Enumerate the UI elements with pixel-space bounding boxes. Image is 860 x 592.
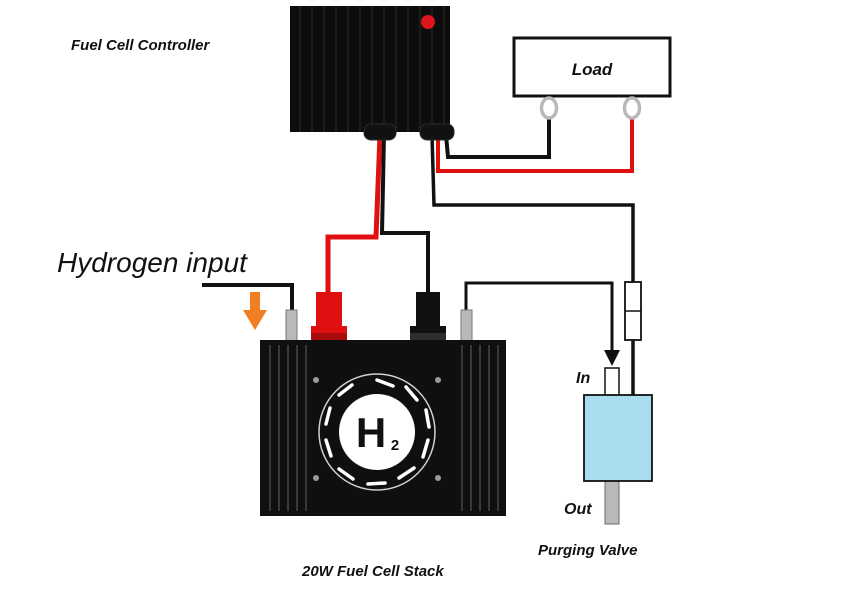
stack-label: 20W Fuel Cell Stack <box>301 563 444 580</box>
stack-positive-terminal <box>311 292 347 340</box>
fuel-cell-controller <box>290 6 455 141</box>
resistor <box>624 281 642 341</box>
stack-screw <box>435 475 441 481</box>
controller-led <box>421 15 435 29</box>
fuel-cell-stack: H 2 <box>260 309 506 516</box>
h2-letter: H <box>356 409 386 456</box>
hydrogen-input-label: Hydrogen input <box>57 247 248 278</box>
load <box>512 36 672 120</box>
controller-fins <box>299 6 445 132</box>
controller-gland-right <box>419 123 455 141</box>
stack-screw <box>313 377 319 383</box>
valve-out-label: Out <box>564 501 592 518</box>
valve-out-pipe <box>604 477 620 525</box>
wires <box>202 116 635 397</box>
load-label: Load <box>572 60 613 79</box>
wire-black-stack-negative <box>379 132 430 298</box>
load-terminal-left <box>539 96 559 120</box>
hydrogen-arrow-icon <box>243 292 267 330</box>
load-box <box>512 36 672 98</box>
stack-fan-blades <box>324 378 431 486</box>
stack-fins <box>269 345 499 511</box>
valve-in-label: In <box>576 370 590 387</box>
valve-in-pipe <box>604 367 620 399</box>
controller-gland-left <box>363 123 397 141</box>
stack-negative-terminal <box>410 292 446 340</box>
wire-black-valve-control <box>430 133 635 284</box>
purging-valve <box>583 367 653 525</box>
wire-black-load <box>443 116 551 159</box>
wire-red-stack-positive <box>325 132 383 299</box>
wire-red-load <box>436 116 634 173</box>
purge-line-arrowhead <box>604 350 620 366</box>
hydrogen-input-pipe <box>202 283 294 314</box>
purge-line <box>464 281 614 354</box>
h2-subscript: 2 <box>391 437 399 454</box>
stack-inlet-nozzle <box>285 309 298 343</box>
valve-body <box>583 394 653 482</box>
stack-screw <box>435 377 441 383</box>
load-terminal-right <box>622 96 642 120</box>
stack-screw <box>313 475 319 481</box>
controller-label: Fuel Cell Controller <box>71 37 211 54</box>
valve-label: Purging Valve <box>538 542 637 559</box>
stack-outlet-nozzle <box>460 309 473 343</box>
h2-badge <box>339 394 415 470</box>
